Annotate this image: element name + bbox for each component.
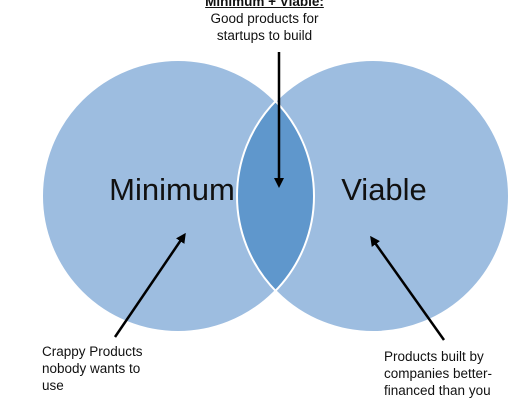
minimum-circle-outline	[41, 59, 315, 333]
minimum-annotation: Crappy Products nobody wants to use	[42, 343, 182, 394]
viable-arrow	[370, 235, 446, 341]
minimum-annotation-line: Crappy Products	[42, 344, 143, 359]
overlap-annotation-title: Minimum + Viable:	[205, 0, 324, 9]
minimum-annotation-line: nobody wants to	[42, 361, 141, 376]
overlap-annotation-line: startups to build	[216, 28, 313, 43]
viable-circle-outline	[236, 59, 510, 333]
minimum-annotation-line: use	[42, 378, 64, 393]
minimum-label: Minimum	[109, 172, 235, 207]
overlap-annotation: Minimum + Viable: Good products for star…	[0, 0, 529, 44]
viable-circle	[237, 60, 509, 332]
minimum-arrow	[113, 232, 186, 338]
viable-annotation-line: financed than you	[384, 383, 491, 398]
overlap-annotation-line: Good products for	[210, 11, 319, 26]
viable-annotation-line: companies better-	[384, 366, 493, 381]
viable-annotation: Products built by companies better- fina…	[384, 348, 529, 399]
viable-label: Viable	[341, 172, 427, 207]
viable-annotation-line: Products built by	[384, 349, 484, 364]
minimum-circle	[42, 60, 314, 332]
